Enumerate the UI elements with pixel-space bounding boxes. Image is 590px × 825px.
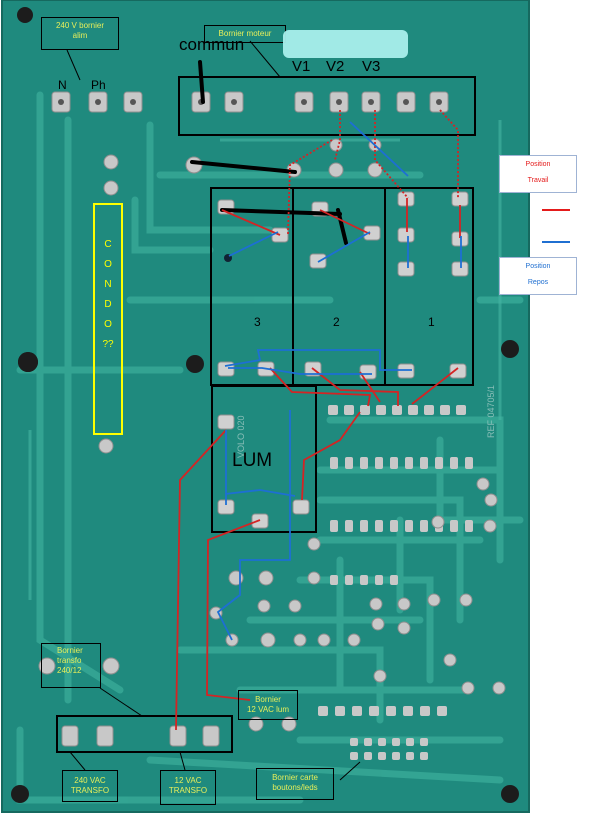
condo-letter: O xyxy=(104,319,112,330)
relay-1-label: 1 xyxy=(428,315,435,329)
relay-lum-label: LUM xyxy=(232,450,273,471)
legend-travail: Position Travail xyxy=(499,155,577,193)
relay-2-label: 2 xyxy=(333,315,340,329)
legend-travail-line1: Position xyxy=(525,161,551,168)
label-v1: V1 xyxy=(292,58,311,75)
label-ph: Ph xyxy=(91,78,106,92)
relay-3-label: 3 xyxy=(254,315,261,329)
blur-patch xyxy=(283,30,408,58)
legend-red-line xyxy=(542,209,570,211)
label-bornier-carte: Bornier carte boutons/leds xyxy=(256,768,334,800)
svg-text:VOLO 020: VOLO 020 xyxy=(236,415,246,458)
condo-box: C O N D O ?? xyxy=(93,203,123,435)
label-bornier-alim: 240 V bornier alim xyxy=(41,17,119,50)
condo-letter: ?? xyxy=(102,339,114,350)
label-bornier-12vac: Bornier 12 VAC lum xyxy=(238,690,298,720)
condo-letter: O xyxy=(104,259,112,270)
label-240vac-transfo: 240 VAC TRANSFO xyxy=(62,770,118,802)
label-commun: commun xyxy=(179,35,245,54)
label-n: N xyxy=(58,78,67,92)
label-bornier-transfo: Bornier transfo 240/12 xyxy=(41,643,101,688)
legend-repos-line1: Position xyxy=(525,263,551,270)
condo-letter: C xyxy=(104,239,112,250)
svg-text:REF 04705/1: REF 04705/1 xyxy=(486,385,496,438)
label-v2: V2 xyxy=(326,58,345,75)
label-v3: V3 xyxy=(362,58,381,75)
condo-letter: N xyxy=(104,279,112,290)
legend-repos: Position Repos xyxy=(499,257,577,295)
legend-travail-line2: Travail xyxy=(527,177,549,184)
legend-repos-line2: Repos xyxy=(527,279,549,286)
label-12vac-transfo: 12 VAC TRANSFO xyxy=(160,770,216,805)
legend-blue-line xyxy=(542,241,570,243)
condo-letter: D xyxy=(104,299,112,310)
